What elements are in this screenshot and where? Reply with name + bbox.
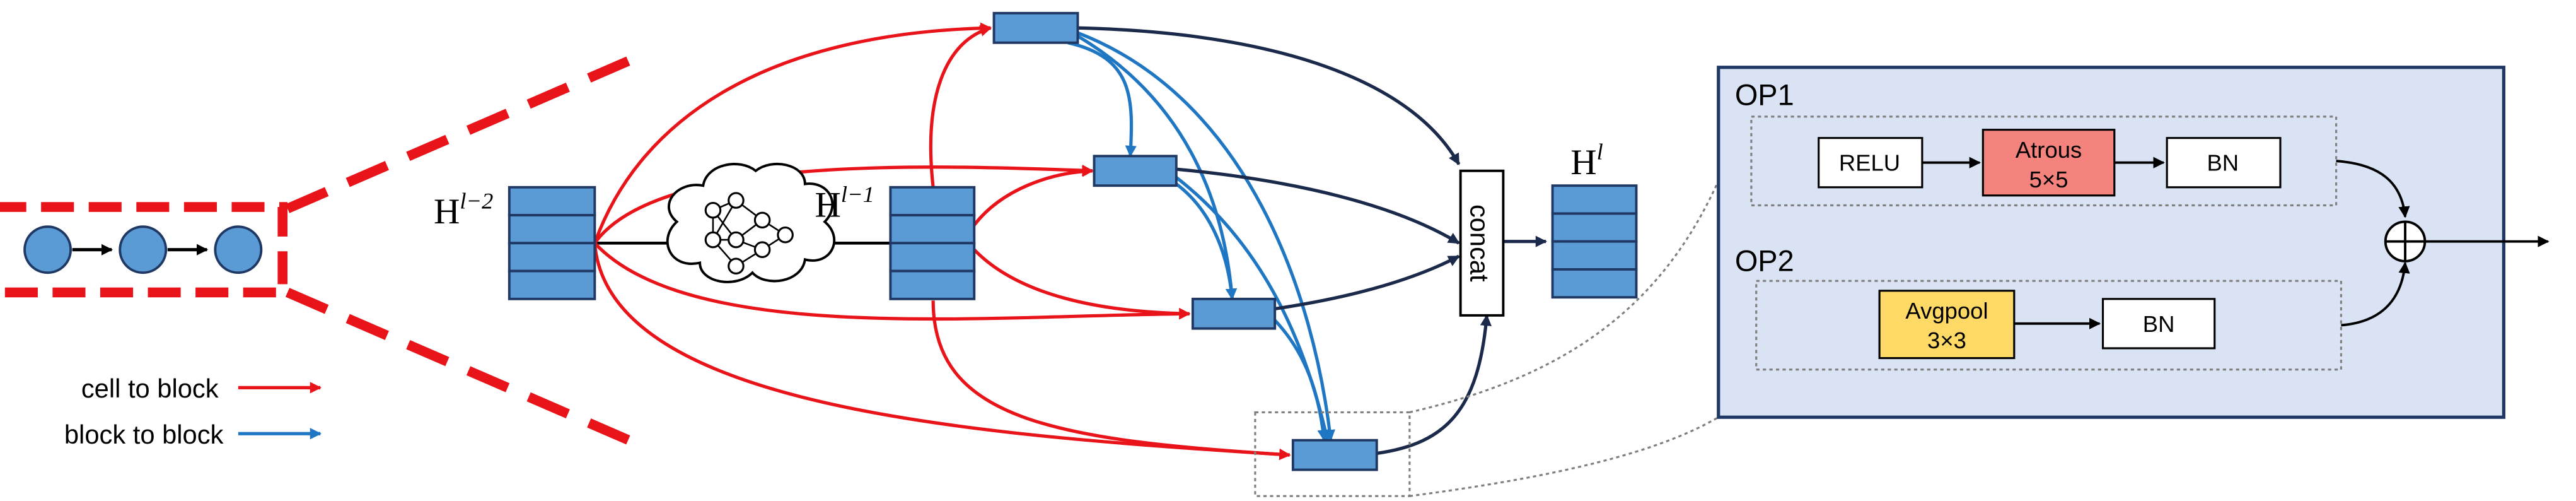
edge-hm1-b3: [973, 248, 1191, 320]
block-4-highlight: [1254, 411, 1411, 497]
block-3: [1191, 297, 1277, 330]
legend-cell-to-block-label: cell to block: [81, 374, 219, 403]
block-to-block-edges: [1067, 31, 1335, 442]
label-h-l: Hl: [1570, 139, 1603, 182]
edge-b1-concat: [1077, 26, 1461, 165]
edge-hm1-b4: [931, 300, 1291, 461]
edge-hm2-b3: [593, 242, 1191, 321]
feature-stack-h-l: [1551, 184, 1638, 299]
chain-dashed-box: [0, 202, 288, 298]
edge-hm1-b2: [973, 165, 1094, 227]
avgpool-box: [1878, 290, 2016, 360]
op2-to-sum-arrow: [2341, 261, 2410, 327]
edge-hm2-b1: [593, 22, 992, 244]
neural-network-cloud-icon: [666, 162, 836, 283]
avgpool-label-line1: Avgpool: [1905, 298, 1988, 324]
avgpool-label-line2: 3×3: [1927, 327, 1966, 353]
concat-box: [1459, 169, 1505, 317]
relu-label: RELU: [1839, 150, 1900, 176]
bn2-label: BN: [2143, 311, 2175, 337]
feature-stack-h-l-minus-1: [889, 186, 976, 300]
bn1-box: [2166, 137, 2282, 189]
cell-chain: [0, 49, 646, 452]
edge-b1-b4: [1077, 31, 1335, 442]
op1-title: OP1: [1735, 79, 1794, 112]
zoom-link-top: [1409, 180, 1720, 413]
detail-panel-bg: [1717, 66, 2505, 419]
edge-b3-concat: [1274, 254, 1460, 310]
op1-group: [1750, 115, 2338, 206]
legend-block-to-block-label: block to block: [64, 420, 224, 449]
cell-to-block-edges: [593, 22, 1291, 461]
op1-to-sum-arrow: [2336, 160, 2410, 218]
add-circle-icon: [2384, 220, 2427, 262]
block-1: [992, 11, 1079, 44]
edge-b2-concat: [1176, 167, 1460, 245]
op2-title: OP2: [1735, 245, 1794, 278]
feature-stack-h-l-minus-2: [508, 186, 596, 300]
legend: cell to block block to block: [64, 374, 322, 449]
edge-b4-concat: [1376, 314, 1492, 456]
zoom-link-bottom: [1409, 416, 1719, 497]
atrous-label-line1: Atrous: [2016, 137, 2082, 163]
atrous-box: [1981, 129, 2116, 197]
zoom-line-bottom: [285, 288, 646, 452]
concat-label: concat: [1465, 204, 1494, 282]
relu-box: [1818, 137, 1923, 189]
edge-hm2-b2: [593, 165, 1094, 244]
zoom-line-top: [285, 49, 646, 213]
block-detail-panel: OP1 RELU Atrous 5×5 BN OP2 Avgpool 3×3 B…: [1717, 66, 2550, 419]
edge-b2-b3: [1175, 182, 1238, 300]
block-4: [1291, 439, 1378, 471]
concat-edges: [1077, 26, 1547, 456]
chain-node-2: [119, 225, 168, 274]
bn1-label: BN: [2207, 150, 2239, 176]
block-2: [1093, 155, 1178, 187]
edge-b3-b4: [1273, 319, 1329, 442]
atrous-label-line2: 5×5: [2029, 167, 2068, 192]
edge-b1-b3: [1077, 35, 1238, 300]
op2-group: [1755, 280, 2342, 371]
label-h-l-minus-1: Hl−1: [815, 182, 874, 225]
label-h-l-minus-2: Hl−2: [434, 189, 493, 232]
chain-node-3: [214, 225, 263, 274]
chain-node-1: [23, 225, 73, 274]
edge-b1-b2: [1067, 41, 1137, 158]
edge-hm1-b1: [929, 25, 992, 188]
bn2-box: [2101, 298, 2216, 350]
edge-hm2-b4: [593, 243, 1291, 461]
